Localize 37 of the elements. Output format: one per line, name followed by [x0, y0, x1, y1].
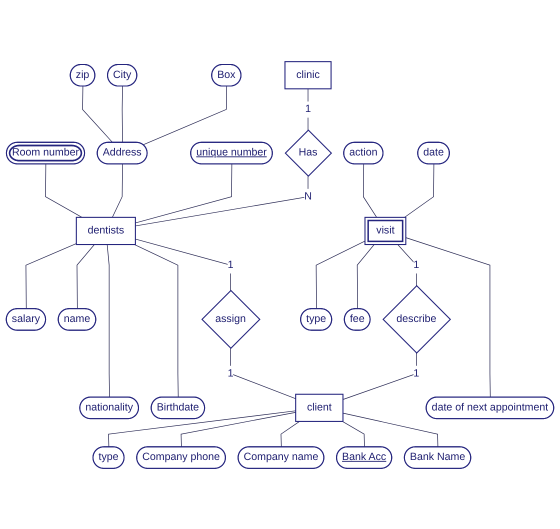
- connector: [404, 163, 434, 218]
- edge-label: 1: [228, 366, 234, 379]
- edge-label: N: [304, 190, 312, 202]
- node-box: dentists: [76, 216, 136, 245]
- connector: [342, 352, 417, 400]
- connector: [112, 163, 123, 218]
- node-diamond: Has: [284, 128, 332, 176]
- connector: [122, 85, 123, 143]
- connector: [106, 244, 110, 398]
- connector: [180, 412, 296, 448]
- connector: [316, 240, 366, 309]
- edge-label: 1: [413, 258, 420, 270]
- connector: [363, 163, 377, 218]
- connector: [82, 85, 114, 143]
- connector: [142, 85, 228, 145]
- edge-label: 1: [228, 258, 234, 270]
- connector: [45, 163, 82, 218]
- connector: [135, 175, 308, 226]
- connector: [356, 244, 375, 309]
- connector: [342, 412, 438, 448]
- node-box: clinic: [284, 60, 332, 89]
- connector: [134, 244, 179, 398]
- node-box: visit: [364, 216, 406, 245]
- connector: [26, 242, 77, 309]
- edge-label: 1: [413, 366, 420, 379]
- connector: [108, 410, 296, 448]
- edge-label: 1: [305, 102, 311, 114]
- connector: [230, 347, 296, 399]
- connector: [405, 236, 491, 398]
- connector: [76, 244, 95, 309]
- node-diamond: assign: [201, 289, 261, 349]
- connector: [135, 238, 231, 290]
- connector: [135, 163, 232, 223]
- connector: [280, 420, 300, 448]
- connector: [342, 420, 365, 448]
- node-box: client: [295, 393, 344, 422]
- node-diamond: describe: [382, 284, 452, 354]
